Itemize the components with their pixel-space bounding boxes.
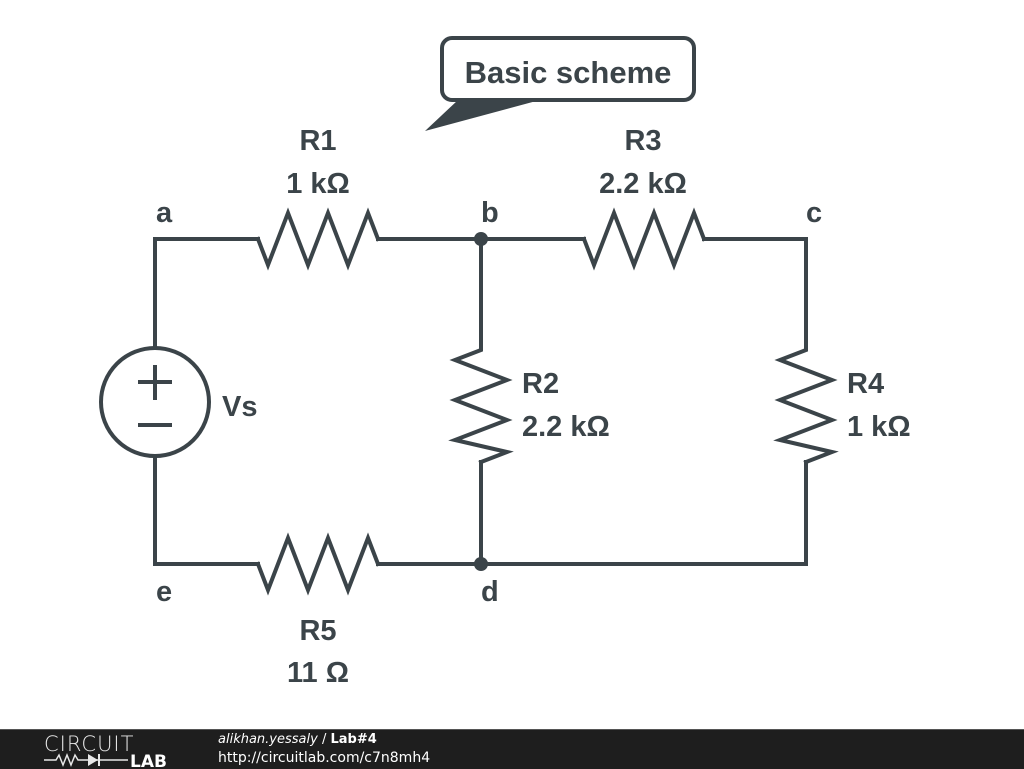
junction-d [474, 557, 488, 571]
label-r2-value: 2.2 kΩ [522, 411, 610, 443]
label-r5-name: R5 [299, 615, 336, 647]
wire-r4-d [376, 460, 808, 566]
label-r5-value: 11 Ω [287, 657, 349, 689]
resistor-icon [44, 752, 102, 768]
diode-icon [88, 754, 98, 766]
label-r4-name: R4 [847, 368, 884, 400]
footer-bar: CIRCUIT LAB alikhan.yessaly / Lab#4 http… [0, 729, 1024, 769]
label-r1-value: 1 kΩ [286, 168, 350, 200]
node-label-a: a [156, 197, 173, 229]
voltage-source-vs[interactable] [99, 346, 211, 458]
circuitlab-logo[interactable]: CIRCUIT [44, 732, 135, 756]
callout-box [440, 36, 696, 102]
logo-lab-text: LAB [130, 752, 167, 768]
resistor-r4[interactable] [773, 338, 839, 465]
resistor-r2[interactable] [448, 338, 514, 465]
resistor-r1[interactable] [255, 207, 381, 271]
label-r3-name: R3 [624, 125, 661, 157]
callout-pointer [425, 100, 540, 131]
circuitlab-logo-symbol: LAB [44, 752, 167, 768]
wire-vs-e-r5 [153, 456, 260, 566]
resistor-r5[interactable] [255, 532, 381, 596]
circuit-schematic: Basic scheme a b c d e Vs R1 1 kΩ [99, 36, 911, 689]
resistor-r3[interactable] [581, 207, 707, 271]
junction-b [474, 232, 488, 246]
node-label-e: e [156, 576, 172, 608]
author-link[interactable]: alikhan.yessaly [218, 732, 318, 747]
node-label-c: c [806, 197, 822, 229]
callout: Basic scheme [425, 36, 696, 131]
credit-line: alikhan.yessaly / Lab#4 [218, 732, 377, 747]
wire-r3-c-r4 [702, 237, 808, 342]
label-vs: Vs [222, 391, 257, 423]
label-r3-value: 2.2 kΩ [599, 168, 687, 200]
node-label-d: d [481, 576, 499, 608]
label-r2-name: R2 [522, 368, 559, 400]
project-link[interactable]: Lab#4 [330, 732, 377, 747]
label-r1-name: R1 [299, 125, 336, 157]
callout-text: Basic scheme [465, 55, 672, 90]
separator: / [317, 732, 331, 747]
project-url[interactable]: http://circuitlab.com/c7n8mh4 [218, 750, 431, 766]
label-r4-value: 1 kΩ [847, 411, 911, 443]
wire-a-r1 [153, 237, 260, 347]
node-label-b: b [481, 197, 499, 229]
